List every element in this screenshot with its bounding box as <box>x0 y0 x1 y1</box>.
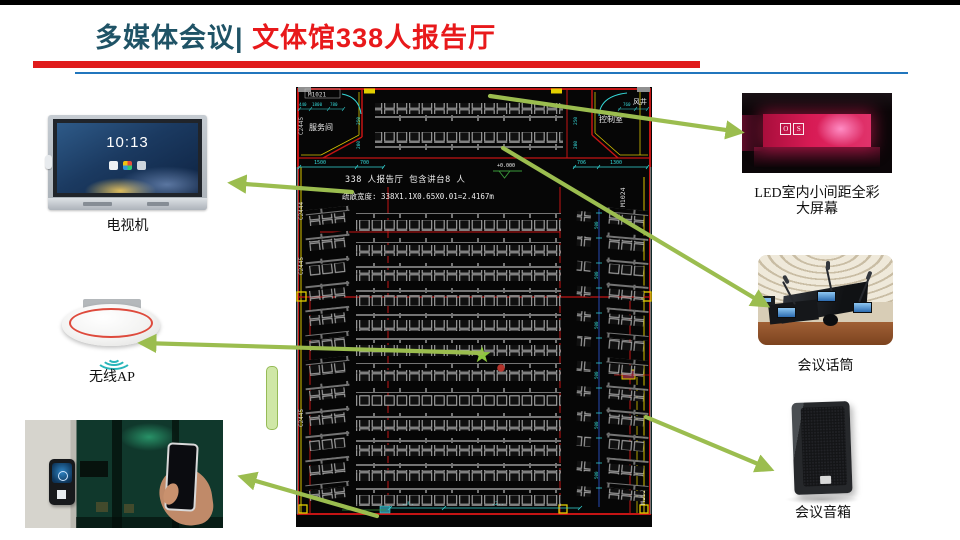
led-logo-letter: O <box>780 123 792 136</box>
qr-code-icon <box>57 489 67 499</box>
color-grid-app-icon <box>123 160 132 170</box>
dim-1800: 1800 <box>312 102 323 107</box>
door-m1024-label: M1024 <box>619 187 627 207</box>
plan-note-2: 疏散宽度: 338X1.1X0.65X0.01=2.4167m <box>342 191 494 201</box>
tv-clock: 10:13 <box>106 134 149 152</box>
speaker-body <box>791 401 853 495</box>
access-reader-ring <box>57 470 68 481</box>
title-blue-underline <box>75 72 908 74</box>
dim-706: 706 <box>577 160 586 166</box>
led-screen: O S <box>763 113 871 148</box>
led-floor-reflection <box>754 147 880 167</box>
title-prefix: 多媒体会议| <box>95 23 253 53</box>
mic-label: 会议话筒 <box>797 359 854 374</box>
tv-speaker-slot <box>82 202 112 206</box>
dim-row-spacing: 500 <box>594 371 599 379</box>
dim-row-spacing: 500 <box>594 471 599 479</box>
wooden-table <box>758 321 893 345</box>
ap-label: 无线AP <box>89 370 135 385</box>
room-control-label: 控制室 <box>599 114 623 124</box>
window-c2445-label-1: C2445 <box>298 117 305 135</box>
tv-label: 电视机 <box>106 219 149 234</box>
room-shaft-label: 风井 <box>633 97 647 106</box>
ap-red-ring <box>69 308 153 338</box>
plan-note-1: 338 人报告厅 包含讲台8 人 <box>345 174 465 185</box>
plan-red-dot <box>497 364 505 372</box>
mic-display <box>776 307 796 319</box>
apps-grid-icon <box>137 160 146 170</box>
mic-round-base <box>822 314 838 327</box>
dim-row-spacing: 500 <box>594 221 599 229</box>
dim-1500: 1500 <box>314 160 326 166</box>
arrow-to-speaker <box>643 414 775 473</box>
conference-mic-photo <box>758 255 893 345</box>
dim-700: 700 <box>360 160 369 166</box>
led-label-line2: 大屏幕 <box>796 202 838 217</box>
floor-plan: 338 人报告厅 包含讲台8 人 疏散宽度: 338X1.1X0.65X0.01… <box>296 87 652 527</box>
access-reader-device <box>48 458 75 505</box>
dim-250-left: 250 <box>356 117 362 125</box>
wifi-waves-icon <box>95 346 133 370</box>
tv-side-button <box>45 154 52 169</box>
tv-image: 10:13 <box>45 115 207 210</box>
dim-200-left: 200 <box>356 141 362 149</box>
floor-shadow <box>76 517 223 528</box>
green-capsule-marker <box>266 366 278 430</box>
mic-unit-small <box>760 296 775 306</box>
tv-speaker-slot <box>146 202 169 206</box>
window-c2445-label-3: C2445 <box>298 409 305 427</box>
title-red-underline <box>33 61 700 68</box>
mic-display <box>852 301 872 313</box>
mic-capsule <box>825 261 830 271</box>
speaker-label: 会议音箱 <box>795 506 851 521</box>
speaker-grille <box>800 406 848 487</box>
dim-1300-top: 1300 <box>610 160 622 166</box>
pencil-app-icon <box>109 160 118 170</box>
room-service-label: 服务间 <box>309 122 333 132</box>
dim-row-spacing: 500 <box>594 321 599 329</box>
dim-200-right: 200 <box>573 141 579 149</box>
ap-disc <box>62 304 160 346</box>
chair-silhouette <box>96 502 109 513</box>
tv-app-icons <box>57 160 198 170</box>
dim-250-right: 250 <box>573 117 579 125</box>
tv-screen: 10:13 <box>53 119 202 197</box>
door-access-photo <box>25 420 223 528</box>
dim-780: 780 <box>330 102 338 107</box>
door-frame <box>112 420 122 528</box>
chair-silhouette <box>124 504 134 514</box>
door-m1021-label: M1021 <box>308 92 326 99</box>
led-logo-letter: S <box>793 123 805 136</box>
title-main: 文体馆338人报告厅 <box>252 23 497 53</box>
window-c2444-label: C2444 <box>298 202 305 220</box>
led-logo: O S <box>780 123 805 136</box>
speaker-logo <box>819 475 832 485</box>
wall-display <box>80 461 109 478</box>
speaker-photo <box>783 401 863 504</box>
wireless-ap-image <box>62 297 162 370</box>
dim-row-spacing: 500 <box>594 271 599 279</box>
dim-760: 760 <box>623 102 631 107</box>
led-label: LED室内小间距全彩 大屏幕 <box>742 186 892 218</box>
led-screen-photo: O S <box>742 93 892 173</box>
dim-row-spacing: 500 <box>594 421 599 429</box>
led-room-ceiling <box>742 93 892 113</box>
page-title: 多媒体会议| 文体馆338人报告厅 <box>95 16 496 55</box>
dim-440: 440 <box>299 102 307 107</box>
plan-elevation: +0.000 <box>497 163 515 169</box>
speaker-shadow <box>785 495 859 504</box>
led-side-glow <box>742 115 763 151</box>
led-label-line1: LED室内小间距全彩 <box>754 186 880 201</box>
mic-display <box>817 291 837 302</box>
tv-bottom-bar <box>48 198 207 210</box>
window-c2445-label-2: C2445 <box>298 257 305 275</box>
top-black-bar <box>0 0 960 5</box>
